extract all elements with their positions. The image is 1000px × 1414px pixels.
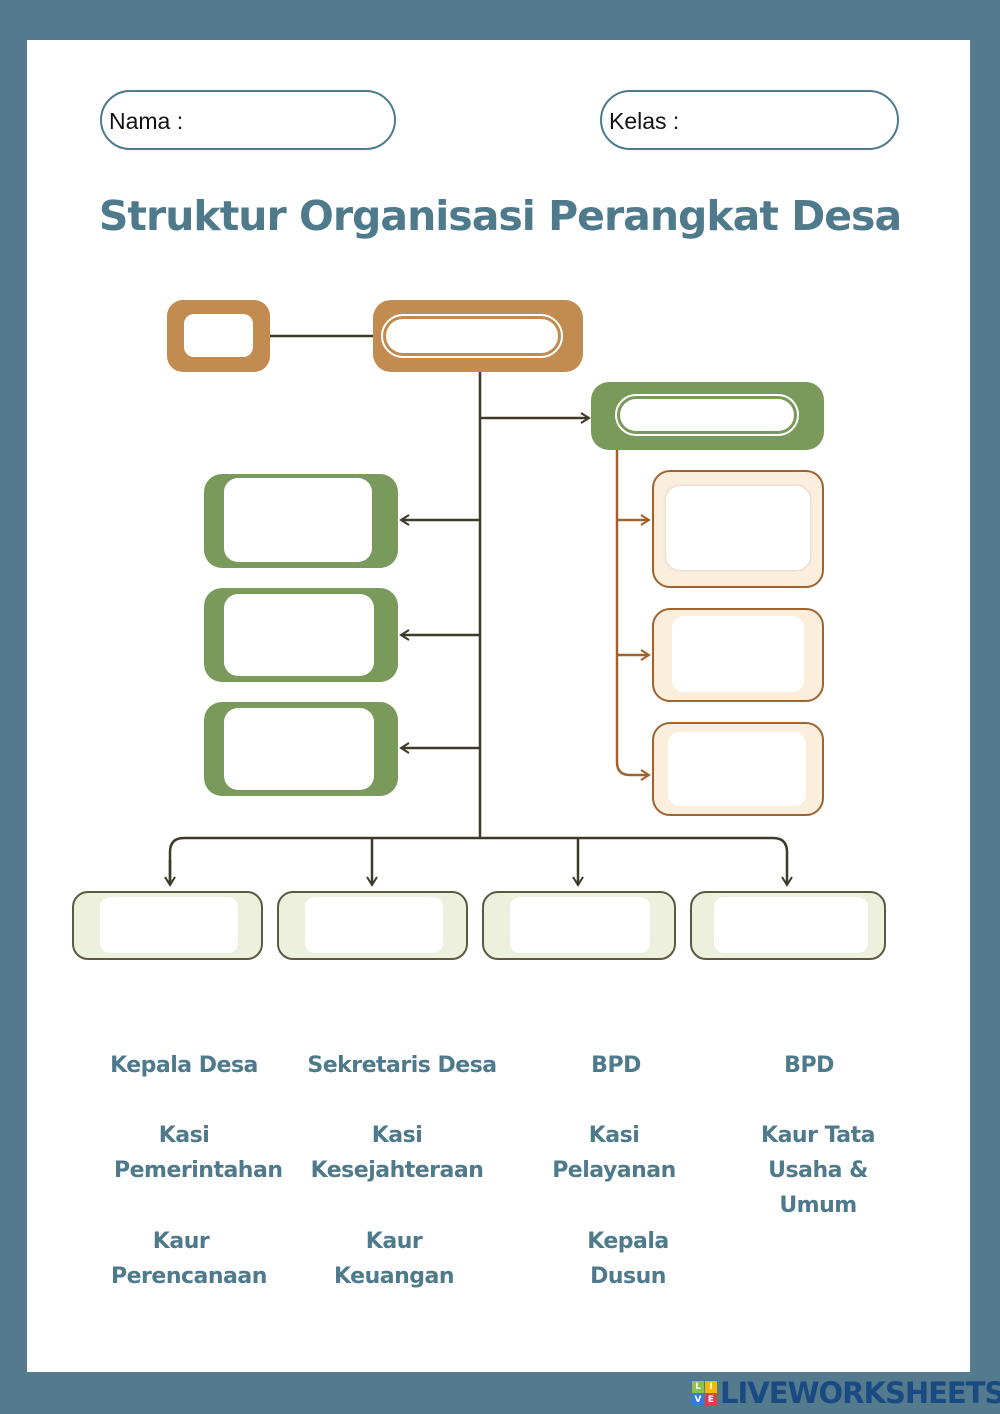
word-item[interactable]: Kasi Pelayanan: [552, 1123, 676, 1183]
tile: I: [705, 1380, 717, 1393]
word-item[interactable]: Kepala Desa: [110, 1053, 258, 1078]
answer-slot[interactable]: [224, 708, 374, 790]
box-kasi-1: [204, 474, 398, 568]
box-kaur-2: [652, 608, 824, 702]
liveworksheets-logo: L I V E LIVEWORKSHEETS: [692, 1376, 1000, 1410]
answer-slot[interactable]: [672, 616, 804, 692]
answer-slot[interactable]: [714, 897, 868, 953]
brand-name: LIVEWORKSHEETS: [720, 1376, 1000, 1410]
box-dusun-3: [482, 891, 676, 960]
box-dusun-4: [690, 891, 886, 960]
word-item[interactable]: BPD: [591, 1053, 641, 1078]
answer-slot[interactable]: [224, 594, 374, 676]
box-kasi-2: [204, 588, 398, 682]
tile: E: [705, 1393, 717, 1406]
page-title: Struktur Organisasi Perangkat Desa: [98, 192, 902, 240]
name-label: Nama :: [109, 108, 184, 134]
live-tiles-icon: L I V E: [692, 1380, 717, 1406]
box-sekretaris-desa: [591, 382, 824, 450]
word-item[interactable]: Kasi Kesejahteraan: [310, 1123, 484, 1183]
word-item[interactable]: Sekretaris Desa: [307, 1053, 497, 1078]
box-kepala-desa: [373, 300, 583, 372]
class-label: Kelas :: [609, 108, 680, 134]
word-item[interactable]: BPD: [784, 1053, 834, 1078]
answer-slot[interactable]: [620, 399, 794, 431]
box-kaur-1: [652, 470, 824, 588]
word-item[interactable]: Kaur Tata Usaha & Umum: [761, 1123, 875, 1218]
answer-slot[interactable]: [224, 478, 372, 562]
answer-slot[interactable]: [668, 732, 806, 806]
tile: V: [692, 1393, 704, 1406]
word-item[interactable]: Kasi Pemerintahan: [114, 1123, 283, 1183]
box-bpd-small: [167, 300, 270, 372]
answer-slot[interactable]: [100, 897, 238, 953]
answer-slot[interactable]: [666, 486, 810, 570]
tile: L: [692, 1380, 704, 1393]
box-dusun-2: [277, 891, 468, 960]
answer-slot[interactable]: [184, 314, 253, 357]
word-item[interactable]: Kaur Perencanaan: [111, 1229, 267, 1289]
answer-slot[interactable]: [386, 319, 558, 353]
answer-slot[interactable]: [305, 897, 443, 953]
class-field[interactable]: Kelas :: [600, 90, 899, 150]
pill-outline: [615, 394, 799, 436]
box-kasi-3: [204, 702, 398, 796]
pill-outline: [381, 314, 563, 358]
answer-slot[interactable]: [510, 897, 650, 953]
worksheet-page: [27, 40, 970, 1372]
box-kaur-3: [652, 722, 824, 816]
word-item[interactable]: Kepala Dusun: [587, 1229, 669, 1289]
word-item[interactable]: Kaur Keuangan: [334, 1229, 455, 1289]
box-dusun-1: [72, 891, 263, 960]
name-field[interactable]: Nama :: [100, 90, 396, 150]
